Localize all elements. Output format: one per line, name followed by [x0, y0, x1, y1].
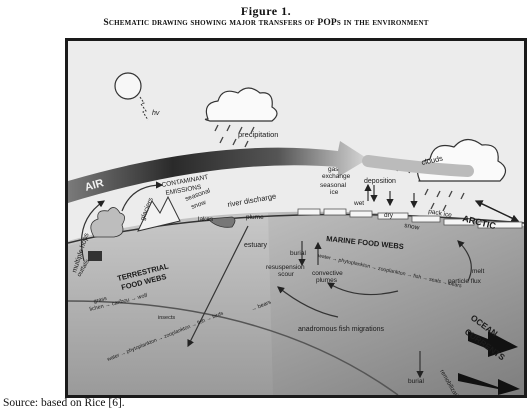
convective-label: convective [312, 270, 343, 277]
scour-label: scour [278, 271, 295, 278]
particle-flux-label: particle flux [448, 278, 482, 285]
anadromous-label: anadromous fish migrations [298, 326, 384, 333]
burial-label: burial [290, 250, 306, 257]
melt-label: melt [472, 268, 484, 275]
lakes-label: lakes [198, 216, 214, 223]
gas-exchange-label: gas [328, 166, 339, 173]
radiation-icon [139, 96, 149, 121]
hv-label: hv [152, 110, 160, 117]
ice-floes [297, 208, 523, 229]
estuary-label: estuary [244, 242, 267, 249]
glacier-icon [137, 195, 181, 232]
diagram-frame: hv AIR precipitation clouds multiple hop… [65, 38, 527, 398]
ocean-current-arrow [468, 331, 518, 357]
wet-label: wet [353, 200, 364, 207]
ocean-current-arrow [458, 373, 520, 395]
sun-icon [114, 72, 142, 100]
cloud-icon [204, 87, 278, 122]
source-caption: Source: based on Rice [6]. [3, 397, 125, 409]
earth-curve [68, 300, 399, 395]
plume-label: plume [246, 214, 264, 221]
clouds-label: clouds [421, 154, 444, 167]
insects-label: insects [158, 315, 175, 321]
snow-label: snow [404, 222, 420, 232]
seasonal-ice-label: seasonal [320, 182, 347, 189]
burial-label-2: burial [408, 378, 424, 385]
land-region [68, 213, 273, 395]
pop-transfer-diagram: hv AIR precipitation clouds multiple hop… [68, 41, 524, 395]
figure-title: Schematic drawing showing major transfer… [103, 18, 429, 28]
lake-icon [207, 216, 236, 228]
air-flow-arrow [68, 141, 368, 203]
transfer-arrows [80, 181, 472, 379]
deposition-label: deposition [364, 178, 396, 185]
terrestrial-chain-label: grass [93, 296, 108, 305]
seasonal-snow-label-2: snow [190, 199, 207, 211]
air-flow-tail [362, 155, 474, 177]
figure-number: Figure 1. [240, 4, 292, 18]
seasonal-ice-label-2: ice [330, 189, 339, 196]
pack-ice-label: pack ice [428, 208, 453, 219]
plumes-label: plumes [316, 277, 338, 284]
factory-icon [88, 207, 125, 261]
gas-exchange-label-2: exchange [322, 173, 351, 180]
arctic-arrow-back [474, 200, 519, 222]
dry-label: dry [384, 212, 394, 219]
air-label: AIR [84, 177, 106, 194]
precipitation-label: precipitation [238, 130, 278, 139]
resuspension-label: resuspension [266, 264, 305, 271]
